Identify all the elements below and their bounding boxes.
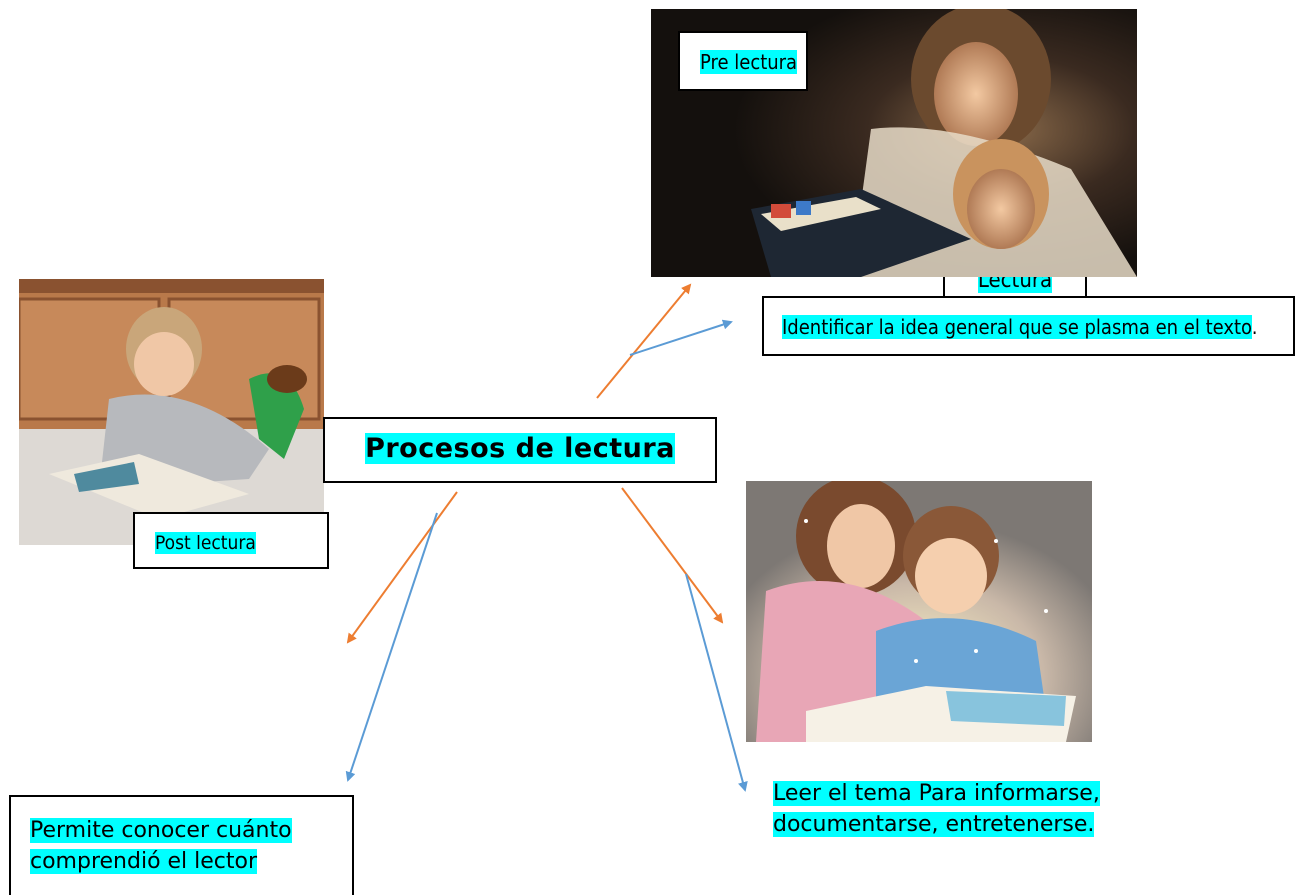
arrow-to-lectura-desc	[629, 319, 733, 356]
post-lectura-description-box: Permite conocer cuánto comprendió el lec…	[9, 795, 354, 895]
pre-lectura-box: Pre lectura	[678, 31, 808, 91]
boy-reading-on-floor-photo	[19, 279, 324, 545]
arrow-to-post-desc	[345, 512, 438, 782]
post-lectura-description-line2: comprendió el lector	[30, 849, 258, 874]
arrow-to-pre-lectura	[596, 283, 692, 399]
lectura-description-box: Identificar la idea general que se plasm…	[762, 296, 1295, 356]
central-topic-box: Procesos de lectura	[323, 417, 717, 483]
post-lectura-description-line1: Permite conocer cuánto	[30, 818, 292, 843]
arrow-to-post-lectura	[346, 491, 458, 644]
reading-purpose-description: Leer el tema Para informarse, documentar…	[773, 778, 1173, 840]
pre-lectura-label: Pre lectura	[700, 50, 798, 74]
post-lectura-label: Post lectura	[155, 532, 256, 554]
reading-purpose-line2: documentarse, entretenerse.	[773, 812, 1095, 837]
post-lectura-box: Post lectura	[133, 512, 329, 569]
lectura-description: Identificar la idea general que se plasm…	[782, 315, 1252, 339]
lectura-description-period: .	[1251, 315, 1258, 339]
reading-purpose-line1: Leer el tema Para informarse,	[773, 781, 1100, 806]
arrow-to-reading-photo	[621, 487, 724, 624]
arrow-to-read-desc	[685, 573, 748, 792]
page-title: Procesos de lectura	[365, 433, 675, 464]
mother-and-daughter-reading-magic-book-photo	[746, 481, 1092, 742]
